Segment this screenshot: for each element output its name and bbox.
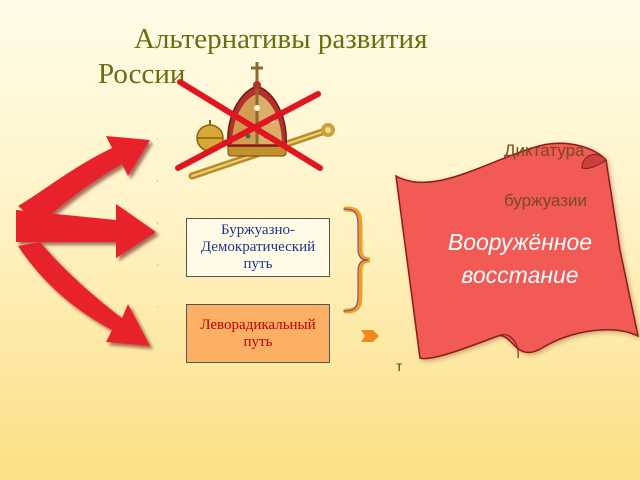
stray-letter: т: [396, 358, 403, 374]
armed-uprising-label: Вооружённое восстание: [408, 226, 632, 292]
dictatorship-word1: Диктатура: [504, 141, 585, 160]
dictatorship-label: Диктатура буржуазии: [504, 138, 640, 213]
three-arrows-icon: [16, 136, 156, 346]
left-line1: Леворадикальный: [200, 317, 316, 333]
scroll-line1: Вооружённое: [447, 229, 593, 255]
scroll-line2: восстание: [461, 262, 579, 288]
bourgeois-line2: Демократический: [200, 239, 316, 255]
small-arrow-icon: [361, 330, 379, 342]
crown-icon: [175, 62, 335, 180]
bourgeois-line3: путь: [243, 256, 273, 272]
dictatorship-word2: буржуазии: [504, 191, 588, 210]
bourgeois-democratic-path-box: Буржуазно- Демократический путь: [186, 218, 330, 277]
cross-out-icon: [175, 79, 323, 171]
page-title: Альтернативы развития России: [98, 23, 428, 90]
left-line2: путь: [243, 334, 273, 350]
left-radical-path-box: Леворадикальный путь: [186, 304, 330, 363]
scroll-icon: [395, 142, 640, 360]
bourgeois-line1: Буржуазно-: [220, 222, 295, 238]
brace-icon: [343, 206, 371, 314]
